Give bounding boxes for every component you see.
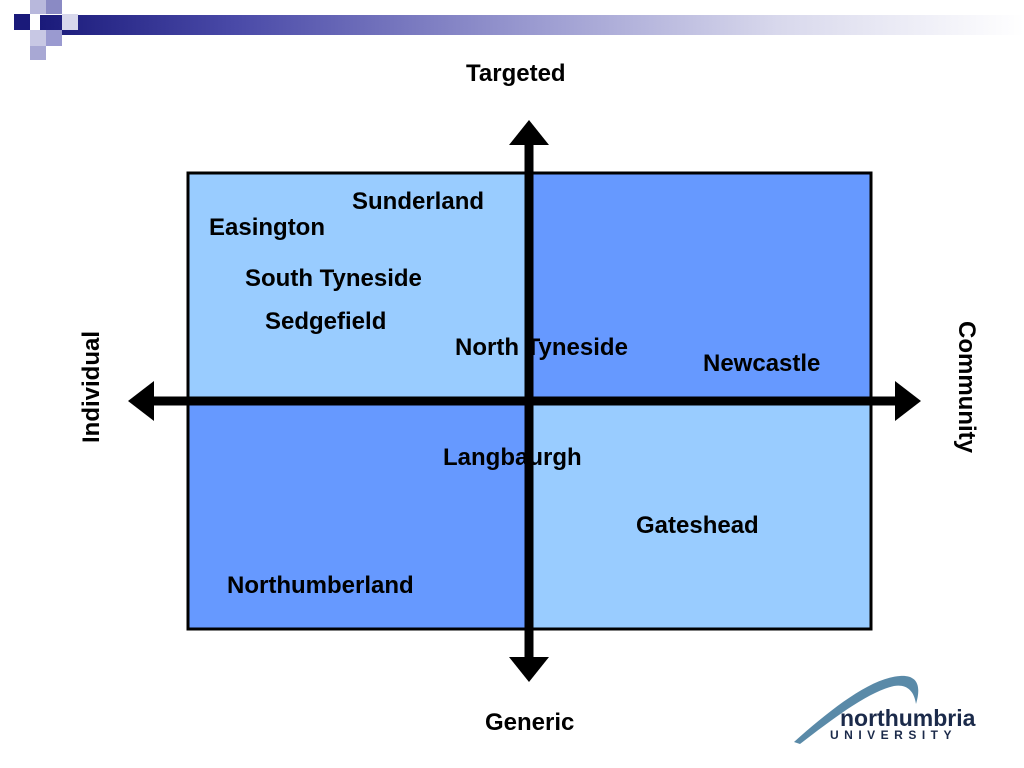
axis-label-left: Individual [78, 330, 105, 443]
quadrant-bottom-left [188, 401, 529, 629]
place-label: Northumberland [227, 572, 414, 599]
banner-square [30, 0, 46, 14]
axis-label-top: Targeted [466, 60, 566, 87]
banner-square [30, 46, 46, 60]
axis-label-right: Community [953, 321, 980, 453]
place-label: South Tyneside [245, 265, 422, 292]
arrow-up-icon [509, 120, 549, 145]
place-label: Sedgefield [265, 308, 387, 335]
logo-subtitle: UNIVERSITY [830, 728, 958, 742]
banner-gradient-bar [40, 15, 1024, 35]
place-label: North Tyneside [455, 334, 628, 361]
university-logo [794, 675, 919, 744]
banner-square [46, 30, 62, 46]
banner-square [46, 0, 62, 14]
place-label: Gateshead [636, 512, 759, 539]
place-label: Langbaurgh [443, 444, 582, 471]
place-label: Sunderland [352, 188, 485, 215]
arrow-right-icon [895, 381, 921, 421]
logo-name: northumbria [840, 705, 976, 731]
arrow-down-icon [509, 657, 549, 682]
quadrant-top-right [529, 173, 871, 401]
place-label: Newcastle [703, 350, 821, 377]
header-banner [0, 0, 1024, 60]
axis-label-bottom: Generic [485, 709, 575, 736]
quadrant-bottom-right [529, 401, 871, 629]
quadrant-top-left [188, 173, 529, 401]
logo-swoosh-icon [794, 675, 919, 744]
place-label: Easington [209, 214, 326, 241]
banner-square [14, 14, 30, 30]
banner-square [62, 14, 78, 30]
arrow-left-icon [128, 381, 154, 421]
banner-square [30, 30, 46, 46]
